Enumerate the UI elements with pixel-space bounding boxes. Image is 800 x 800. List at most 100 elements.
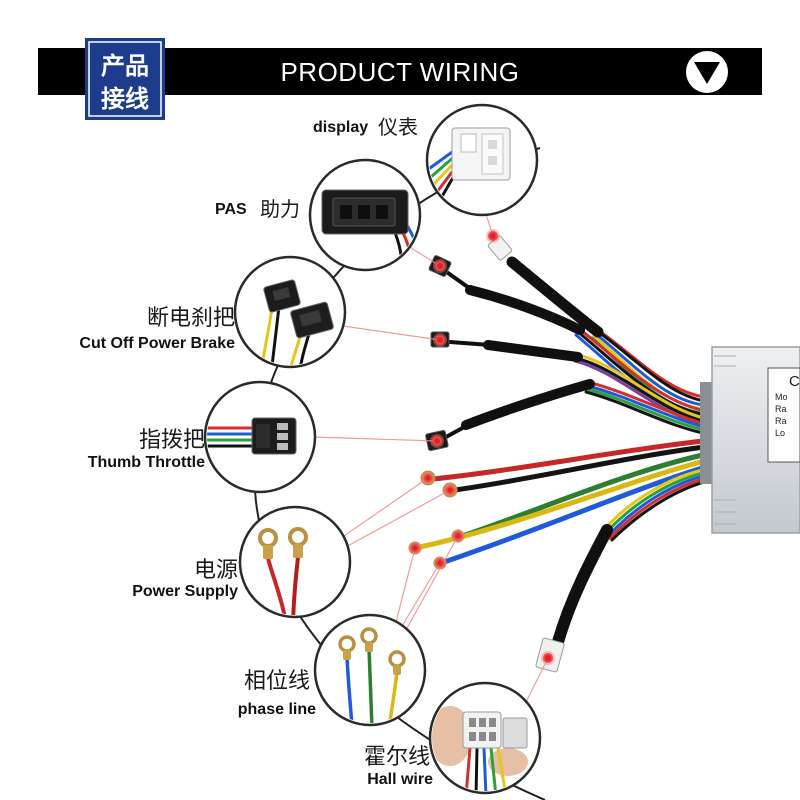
closeup-hall-wire-blue (482, 746, 488, 791)
closeup-hall-pin (489, 718, 496, 727)
leader-power-red (337, 477, 429, 541)
marker-pas (433, 259, 447, 273)
marker-hall (541, 651, 555, 665)
wire-pas-red (576, 326, 714, 414)
closeup-hall-mate-connector (502, 717, 528, 749)
leader-lines (312, 213, 549, 703)
label-display-en: display (313, 119, 368, 136)
marker-power-black (443, 483, 457, 497)
leader-hall (525, 657, 549, 703)
closeup-power-bg (240, 507, 350, 617)
label-hall-en: Hall wire (367, 771, 433, 788)
leader-brake (342, 325, 441, 341)
closeup-throttle-frame (203, 380, 317, 494)
closeup-pas-frame (308, 158, 422, 272)
header-badge-line2: 接线 (101, 85, 149, 113)
sheath-throttle (461, 379, 595, 430)
marker-power-red (421, 471, 435, 485)
closeup-brake-slot (272, 287, 291, 301)
closeup-display-frame (425, 103, 539, 217)
header-badge-line1: 产品 (101, 52, 149, 80)
sheath-brake (483, 340, 583, 362)
ring-terminal-phase-green (451, 529, 465, 543)
closeup-hall-frame (428, 681, 542, 795)
labels: display 仪表 PAS 助力 断电刹把 Cut Off Power Bra… (79, 115, 433, 788)
closeup-brake-bg (235, 257, 345, 367)
closeup-phase (313, 613, 427, 727)
down-triangle-icon (686, 51, 728, 93)
closeup-phase-crimp (365, 642, 373, 652)
wire-pas-black (576, 330, 714, 418)
closeup-throttle-housing (256, 424, 270, 448)
wire-throttle-black (584, 390, 714, 437)
sheath-pas (465, 285, 585, 335)
closeup-display (425, 103, 539, 217)
wire-display-black (598, 331, 714, 404)
closeup-display-wire-blue (429, 148, 457, 170)
marker-phase-yellow (408, 541, 422, 555)
closeup-throttle-pin (277, 433, 288, 440)
controller-label-line: Mo (775, 392, 788, 402)
wire-brake-black (573, 356, 714, 425)
wire-harness (417, 326, 715, 565)
closeup-display-wire-green (430, 154, 457, 178)
wire-hall-green (603, 469, 714, 536)
closeup-hall-wire-green (489, 746, 498, 791)
closeup-throttle-pin (277, 443, 288, 450)
closeup-hall-wire-black (474, 746, 479, 791)
leader-phase-blue (401, 562, 441, 627)
closeup-hall-pin (479, 732, 486, 741)
leader-power-black (343, 489, 451, 549)
wire-hall-yellow (600, 466, 714, 534)
closeup-display-pin (488, 156, 497, 165)
closeup-phase-wire-yellow (387, 669, 399, 723)
closeup-hall-pin (469, 732, 476, 741)
closeup-pas-slot (340, 205, 352, 219)
ring-terminal-power-black (442, 482, 458, 498)
leader-throttle (312, 436, 438, 442)
label-pas-zh: 助力 (260, 197, 300, 221)
label-phase-zh: 相位线 (244, 669, 310, 694)
closeup-display-latch (460, 133, 477, 153)
closeup-throttle (203, 380, 317, 494)
controller-label: C Mo Ra Ra Lo (767, 367, 800, 463)
marker-brake (433, 333, 447, 347)
sheath-display (506, 256, 604, 338)
closeup-hall-pin (479, 718, 486, 727)
closeup-phase-wire-green (367, 646, 374, 723)
wire-power-black (452, 443, 715, 493)
controller: C Mo Ra Ra Lo (700, 346, 800, 534)
closeup-power-wire-black (291, 555, 300, 615)
marker-throttle (430, 434, 444, 448)
wire-brake-yellow (573, 352, 714, 422)
closeup-pas-slot (376, 205, 388, 219)
closeup-phase-crimp (393, 665, 401, 675)
label-throttle-zh: 指拨把 (139, 428, 205, 453)
closeup-throttle-content (207, 417, 297, 455)
closeup-pas (308, 158, 422, 272)
closeup-power-crimp (263, 545, 273, 559)
controller-label-line: Lo (775, 428, 785, 438)
wire-phase-green (459, 450, 715, 539)
closeup-hall-connector (462, 711, 502, 749)
page-title: PRODUCT WIRING (280, 57, 519, 87)
wire-hall-red (608, 475, 714, 540)
leader-pas (407, 245, 441, 267)
label-power-en: Power Supply (132, 583, 238, 600)
controller-label-line: C (789, 373, 800, 390)
label-throttle-en: Thumb Throttle (88, 454, 205, 471)
label-display-zh: 仪表 (378, 115, 418, 139)
controller-label-line: Ra (775, 416, 787, 426)
header-badge: 产品 接线 (85, 38, 165, 120)
wire-throttle-red (586, 380, 714, 428)
label-phase-en: phase line (238, 701, 316, 718)
closeup-throttle-pin (277, 423, 288, 430)
closeup-phase-content (338, 627, 406, 723)
marker-phase-blue (433, 556, 447, 570)
label-brake-zh: 断电刹把 (147, 306, 235, 331)
wire-hall-blue (606, 472, 714, 538)
closeup-display-pin (488, 140, 497, 149)
leader-phase-yellow (395, 547, 416, 623)
closeup-phase-wire-blue (345, 654, 354, 723)
sheath-hall (552, 524, 613, 648)
